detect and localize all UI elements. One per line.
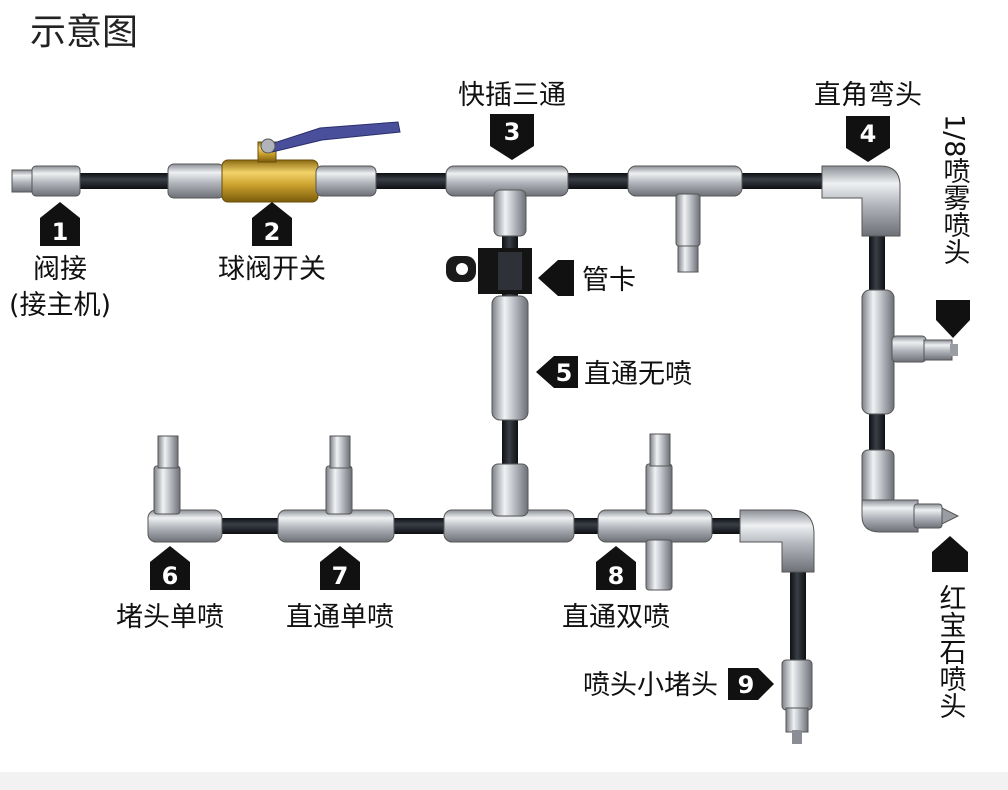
quick-tee-top xyxy=(445,165,569,237)
svg-text:7: 7 xyxy=(332,562,349,590)
nozzle-small-plug xyxy=(781,659,813,744)
plug-single-spray xyxy=(147,435,223,543)
badge-6: 6 xyxy=(150,546,190,590)
diagram-title: 示意图 xyxy=(30,12,138,53)
label-valve-connector: 阀接 xyxy=(33,254,87,285)
hose-top-right1 xyxy=(566,173,634,189)
quick-tee-bottom xyxy=(443,463,575,543)
svg-text:5: 5 xyxy=(556,359,573,387)
label-plug-single-spray: 堵头单喷 xyxy=(116,602,224,633)
arrow-ruby-nozzle xyxy=(932,536,968,572)
label-straight-double-spray: 直通双喷 xyxy=(562,602,670,633)
label-valve-connector-sub: (接主机) xyxy=(9,290,111,321)
straight-no-spray xyxy=(491,295,529,421)
svg-text:6: 6 xyxy=(162,562,179,590)
hose-bottom-right-down xyxy=(790,550,806,680)
label-ball-valve: 球阀开关 xyxy=(218,254,326,285)
badge-4: 4 xyxy=(846,116,890,162)
label-pipe-clamp: 管卡 xyxy=(582,265,636,296)
valve-connector xyxy=(11,165,81,197)
svg-text:红宝石喷头: 红宝石喷头 xyxy=(935,584,967,719)
hose-top-right2 xyxy=(738,173,828,189)
badge-pipe-clamp-arrow xyxy=(538,260,574,296)
straight-double-spray xyxy=(597,433,713,591)
right-angle-elbow xyxy=(821,165,901,237)
badge-7: 7 xyxy=(320,546,360,590)
pipe-clamp xyxy=(446,248,532,294)
badge-3: 3 xyxy=(490,114,534,160)
svg-text:8: 8 xyxy=(608,562,625,590)
bottom-strip xyxy=(0,772,1008,790)
badge-1: 1 xyxy=(40,202,80,246)
label-nozzle-1-8: 1/8喷雾喷头 xyxy=(939,114,971,265)
svg-text:9: 9 xyxy=(738,671,755,699)
label-ruby-nozzle: 红宝石喷头 xyxy=(935,584,967,719)
hose-top-mid xyxy=(372,173,452,189)
badge-5: 5 xyxy=(536,356,578,388)
svg-text:1: 1 xyxy=(52,218,69,246)
straight-single-spray-top xyxy=(627,165,743,273)
badge-2: 2 xyxy=(252,202,292,246)
label-nozzle-small-plug: 喷头小堵头 xyxy=(583,670,718,701)
badge-9: 9 xyxy=(728,668,774,700)
ball-valve xyxy=(167,121,401,203)
straight-single-spray xyxy=(277,435,395,543)
label-right-angle-elbow: 直角弯头 xyxy=(814,80,922,111)
badge-8: 8 xyxy=(596,546,636,590)
hose-top-left xyxy=(78,173,188,189)
right-elbow-ruby xyxy=(861,449,960,533)
label-quick-tee: 快插三通 xyxy=(458,80,566,111)
label-straight-no-spray: 直通无喷 xyxy=(584,359,692,390)
svg-text:1/8喷雾喷头: 1/8喷雾喷头 xyxy=(939,114,971,265)
svg-text:2: 2 xyxy=(264,218,281,246)
right-tee-with-nozzle xyxy=(861,289,958,415)
arrow-nozzle-1-8 xyxy=(936,300,970,338)
svg-text:3: 3 xyxy=(504,118,521,146)
bottom-right-elbow xyxy=(739,509,815,573)
svg-text:4: 4 xyxy=(860,120,877,148)
label-straight-single-spray: 直通单喷 xyxy=(286,602,394,633)
